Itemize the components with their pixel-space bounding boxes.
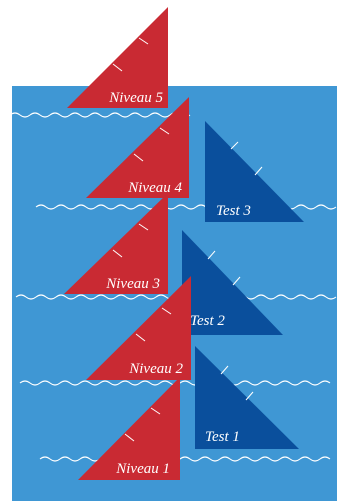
level-1-sail[interactable]: Niveau 1	[78, 377, 180, 480]
sail-tick	[254, 166, 263, 176]
sail-tick	[138, 37, 149, 45]
test-3-sail-shape	[205, 121, 304, 222]
level-5-sail[interactable]: Niveau 5	[67, 7, 168, 108]
sail-tick	[232, 276, 241, 286]
level-1-label: Niveau 1	[115, 461, 170, 477]
level-3-sail-shape	[64, 193, 168, 294]
level-4-sail[interactable]: Niveau 4	[86, 97, 189, 198]
test-2-sail-shape	[182, 230, 283, 335]
level-2-label: Niveau 2	[128, 361, 183, 377]
sail-tick	[150, 407, 161, 415]
sail-tick	[112, 63, 123, 72]
sail-tick	[135, 333, 146, 342]
sail-tick	[159, 127, 170, 135]
wave-line	[39, 456, 331, 462]
sail-tick	[112, 249, 123, 258]
sail-tick	[230, 141, 239, 150]
level-2-sail-shape	[86, 276, 191, 380]
test-3-label: Test 3	[216, 203, 251, 219]
test-2-label: Test 2	[190, 313, 225, 329]
sail-tick	[207, 250, 216, 260]
sail-tick	[220, 365, 229, 375]
test-1-sail-shape	[195, 346, 299, 449]
level-2-sail[interactable]: Niveau 2	[86, 276, 191, 380]
level-5-sail-shape	[67, 7, 168, 108]
test-3-sail[interactable]: Test 3	[205, 121, 304, 222]
level-4-sail-shape	[86, 97, 189, 198]
level-1-sail-shape	[78, 377, 180, 480]
sail-tick	[124, 433, 135, 442]
level-5-label: Niveau 5	[108, 90, 163, 106]
level-4-label: Niveau 4	[127, 180, 182, 196]
test-1-label: Test 1	[205, 429, 240, 445]
test-2-sail[interactable]: Test 2	[182, 230, 283, 335]
sail-tick	[245, 391, 254, 401]
sail-tick	[161, 307, 172, 315]
level-3-label: Niveau 3	[105, 276, 160, 292]
sail-tick	[133, 153, 144, 162]
sail-tick	[138, 223, 149, 231]
wave-line	[9, 112, 191, 118]
test-1-sail[interactable]: Test 1	[195, 346, 299, 449]
level-3-sail[interactable]: Niveau 3	[64, 193, 168, 294]
